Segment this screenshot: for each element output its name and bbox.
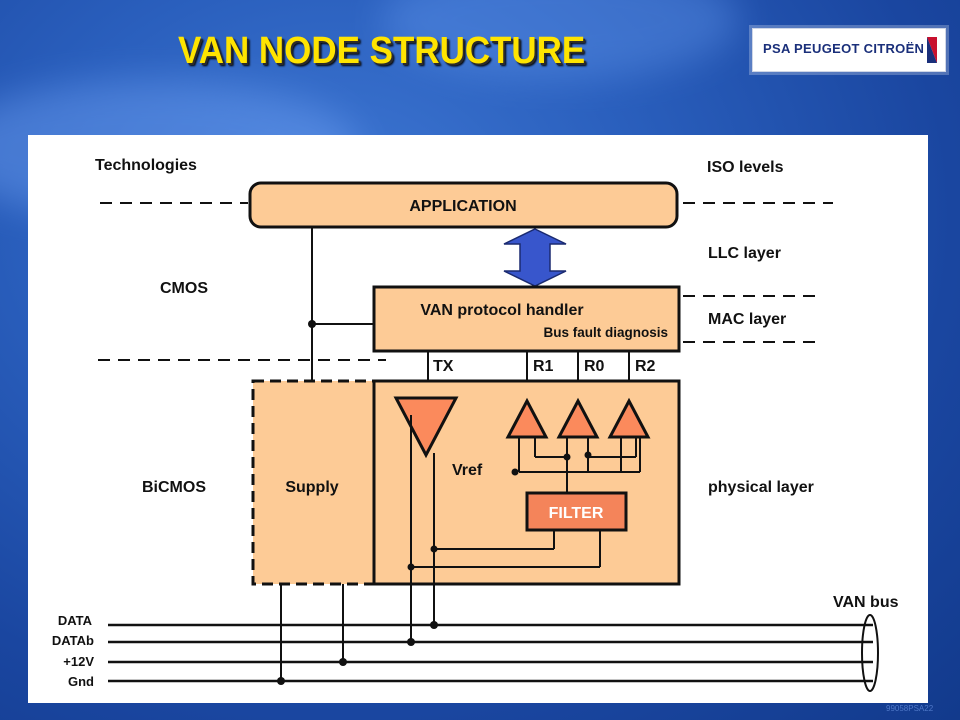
page-title: VAN NODE STRUCTURE — [178, 30, 586, 72]
footer-code: 99058PSA22 — [886, 704, 934, 713]
receiver-r0-triangle — [556, 397, 600, 439]
application-label: APPLICATION — [409, 198, 516, 215]
double-arrow-icon — [503, 228, 567, 287]
label-mac-layer: MAC layer — [708, 311, 786, 328]
psa-logo: PSA PEUGEOT CITROËN — [752, 28, 946, 72]
label-iso-levels: ISO levels — [707, 159, 784, 176]
filter-block — [525, 491, 628, 532]
supply-block — [251, 379, 376, 586]
label-cmos: CMOS — [160, 280, 208, 297]
logo-text: PSA PEUGEOT CITROËN — [763, 41, 925, 56]
protocol-handler-label: VAN protocol handler — [420, 302, 583, 319]
receiver-r2-triangle — [607, 397, 651, 439]
bus-label-data: DATA — [58, 613, 93, 628]
van-node-diagram: Technologies ISO levels CMOS LLC layer M… — [52, 157, 899, 692]
application-block — [248, 181, 679, 229]
label-van-bus: VAN bus — [833, 594, 899, 611]
label-technologies: Technologies — [95, 157, 197, 174]
pin-tx-label: TX — [433, 358, 454, 375]
van-bus-bundle — [861, 614, 879, 692]
bus-label-12v: +12V — [63, 654, 94, 669]
pin-r1-label: R1 — [533, 358, 554, 375]
protocol-handler-block — [372, 285, 681, 353]
label-bicmos: BiCMOS — [142, 479, 206, 496]
pin-r0-label: R0 — [584, 358, 605, 375]
pin-r2-label: R2 — [635, 358, 656, 375]
label-llc-layer: LLC layer — [708, 245, 781, 262]
bus-fault-label: Bus fault diagnosis — [543, 325, 668, 340]
bus-label-datab: DATAb — [52, 633, 94, 648]
vref-label: Vref — [452, 462, 483, 479]
logo-flag-icon — [927, 37, 937, 63]
receiver-r1-triangle — [505, 397, 549, 439]
label-physical-layer: physical layer — [708, 479, 814, 496]
filter-label: FILTER — [549, 505, 604, 522]
bus-label-gnd: Gnd — [68, 674, 94, 689]
supply-label: Supply — [285, 479, 338, 496]
diagram-panel: Technologies ISO levels CMOS LLC layer M… — [28, 135, 928, 703]
